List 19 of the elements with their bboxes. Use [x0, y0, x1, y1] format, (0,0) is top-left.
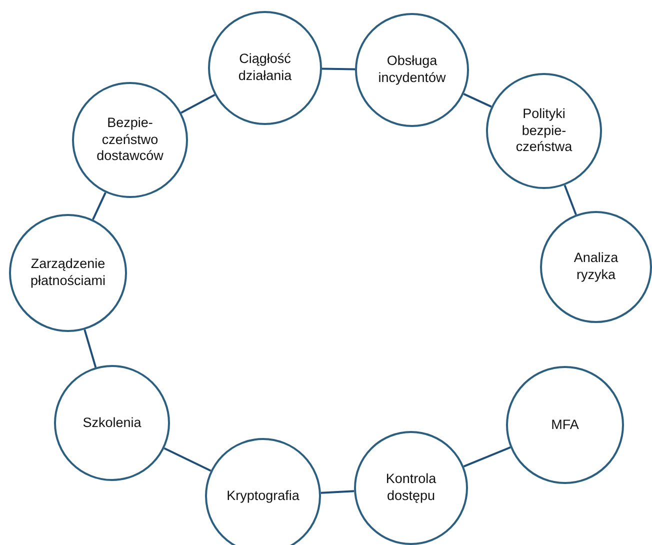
connector-line [463, 446, 511, 468]
node-label: Kryptografia [226, 488, 300, 504]
node-label: Obsługa incydentów [377, 53, 447, 87]
node-label: Szkolenia [82, 414, 142, 432]
connector-line [180, 94, 216, 114]
node-label: Zarządzenie płatnościami [29, 256, 107, 290]
connector-line [84, 329, 97, 368]
node-label: MFA [550, 416, 580, 434]
node-label: Kontrola dostępu [384, 471, 438, 505]
connector-line [164, 447, 212, 472]
connector-line [463, 93, 492, 108]
connector-line [92, 192, 106, 220]
node-label: Analiza ryzyka [572, 250, 620, 284]
node-label: Ciągłość działania [237, 51, 293, 85]
connector-line [320, 490, 354, 494]
connector-line [564, 184, 577, 216]
node-label: Bezpie- czeństwo dostawców [96, 114, 164, 166]
connector-line [322, 68, 356, 70]
node-label: Polityki bezpie- czeństwa [514, 106, 574, 156]
